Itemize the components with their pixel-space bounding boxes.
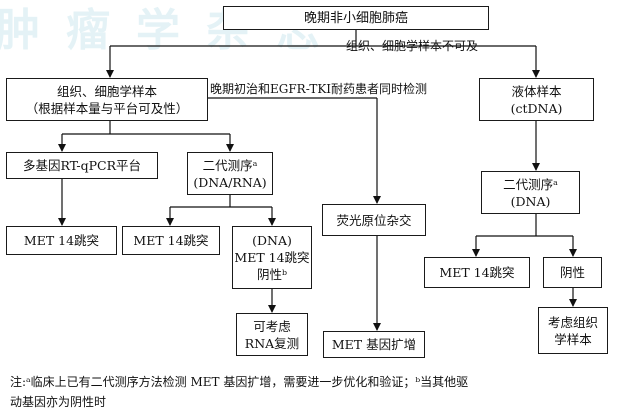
liquid-negative-node: 阴性 xyxy=(543,257,602,288)
met-amplification-node: MET 基因扩增 xyxy=(323,331,425,358)
rna-retest-line1: 可考虑 xyxy=(253,318,291,334)
ngs-dna-node: 二代测序ᵃ (DNA) xyxy=(481,171,580,214)
ngs-dna-sublabel: (DNA) xyxy=(510,193,551,209)
footnote-line1: 注:ᵃ临床上已有二代测序方法检测 MET 基因扩增，需要进一步优化和验证；ᵇ当其… xyxy=(10,375,469,389)
edge-label-initial-egfr: 晚期初治和EGFR-TKI耐药患者同时检测 xyxy=(210,82,428,96)
ngs-dna-label: 二代测序ᵃ xyxy=(503,176,558,192)
met14-liquid-result-label: MET 14跳突 xyxy=(439,265,515,280)
met14-ngs-result-node: MET 14跳突 xyxy=(122,226,220,255)
liquid-sample-label: 液体样本 xyxy=(511,83,562,99)
liquid-sample-node: 液体样本 (ctDNA) xyxy=(479,78,594,121)
consider-tissue-line1: 考虑组织 xyxy=(547,314,598,330)
root-node: 晚期非小细胞肺癌 xyxy=(223,6,489,30)
rna-retest-line2: RNA复测 xyxy=(244,335,300,351)
fish-node: 荧光原位杂交 xyxy=(322,204,426,236)
tissue-sample-sublabel: （根据样本量与平台可及性） xyxy=(25,100,189,116)
footnote: 注:ᵃ临床上已有二代测序方法检测 MET 基因扩增，需要进一步优化和验证；ᵇ当其… xyxy=(10,372,610,412)
dna-met14-negative-line3: 阴性ᵇ xyxy=(257,267,287,282)
consider-tissue-line2: 学样本 xyxy=(554,331,592,347)
consider-tissue-node: 考虑组织 学样本 xyxy=(538,307,608,354)
rtpcr-platform-label: 多基因RT-qPCR平台 xyxy=(22,158,142,173)
edge-label-no-tissue: 组织、细胞学样本不可及 xyxy=(346,39,479,53)
rtpcr-platform-node: 多基因RT-qPCR平台 xyxy=(6,152,158,179)
met14-ngs-result-label: MET 14跳突 xyxy=(133,233,209,248)
ngs-dna-rna-node: 二代测序ᵃ (DNA/RNA) xyxy=(187,152,273,195)
fish-label: 荧光原位杂交 xyxy=(336,212,412,228)
liquid-negative-label: 阴性 xyxy=(559,265,585,280)
dna-met14-negative-line1: (DNA) xyxy=(252,233,292,248)
root-label: 晚期非小细胞肺癌 xyxy=(303,10,408,26)
liquid-sample-sublabel: (ctDNA) xyxy=(510,100,563,116)
dna-met14-negative-line2: MET 14跳突 xyxy=(234,250,310,265)
met14-rtpcr-result-label: MET 14跳突 xyxy=(23,233,100,248)
rna-retest-node: 可考虑 RNA复测 xyxy=(236,313,308,356)
met-amplification-label: MET 基因扩增 xyxy=(331,337,417,352)
dna-met14-negative-node: (DNA) MET 14跳突 阴性ᵇ xyxy=(232,226,312,289)
met14-liquid-result-node: MET 14跳突 xyxy=(424,257,530,288)
met14-rtpcr-result-node: MET 14跳突 xyxy=(6,226,117,255)
tissue-sample-label: 组织、细胞学样本 xyxy=(56,83,157,99)
footnote-line2: 动基因亦为阴性时 xyxy=(10,395,107,409)
ngs-dna-rna-sublabel: (DNA/RNA) xyxy=(193,174,267,190)
tissue-sample-node: 组织、细胞学样本 （根据样本量与平台可及性） xyxy=(6,78,208,121)
ngs-dna-rna-label: 二代测序ᵃ xyxy=(202,157,258,173)
